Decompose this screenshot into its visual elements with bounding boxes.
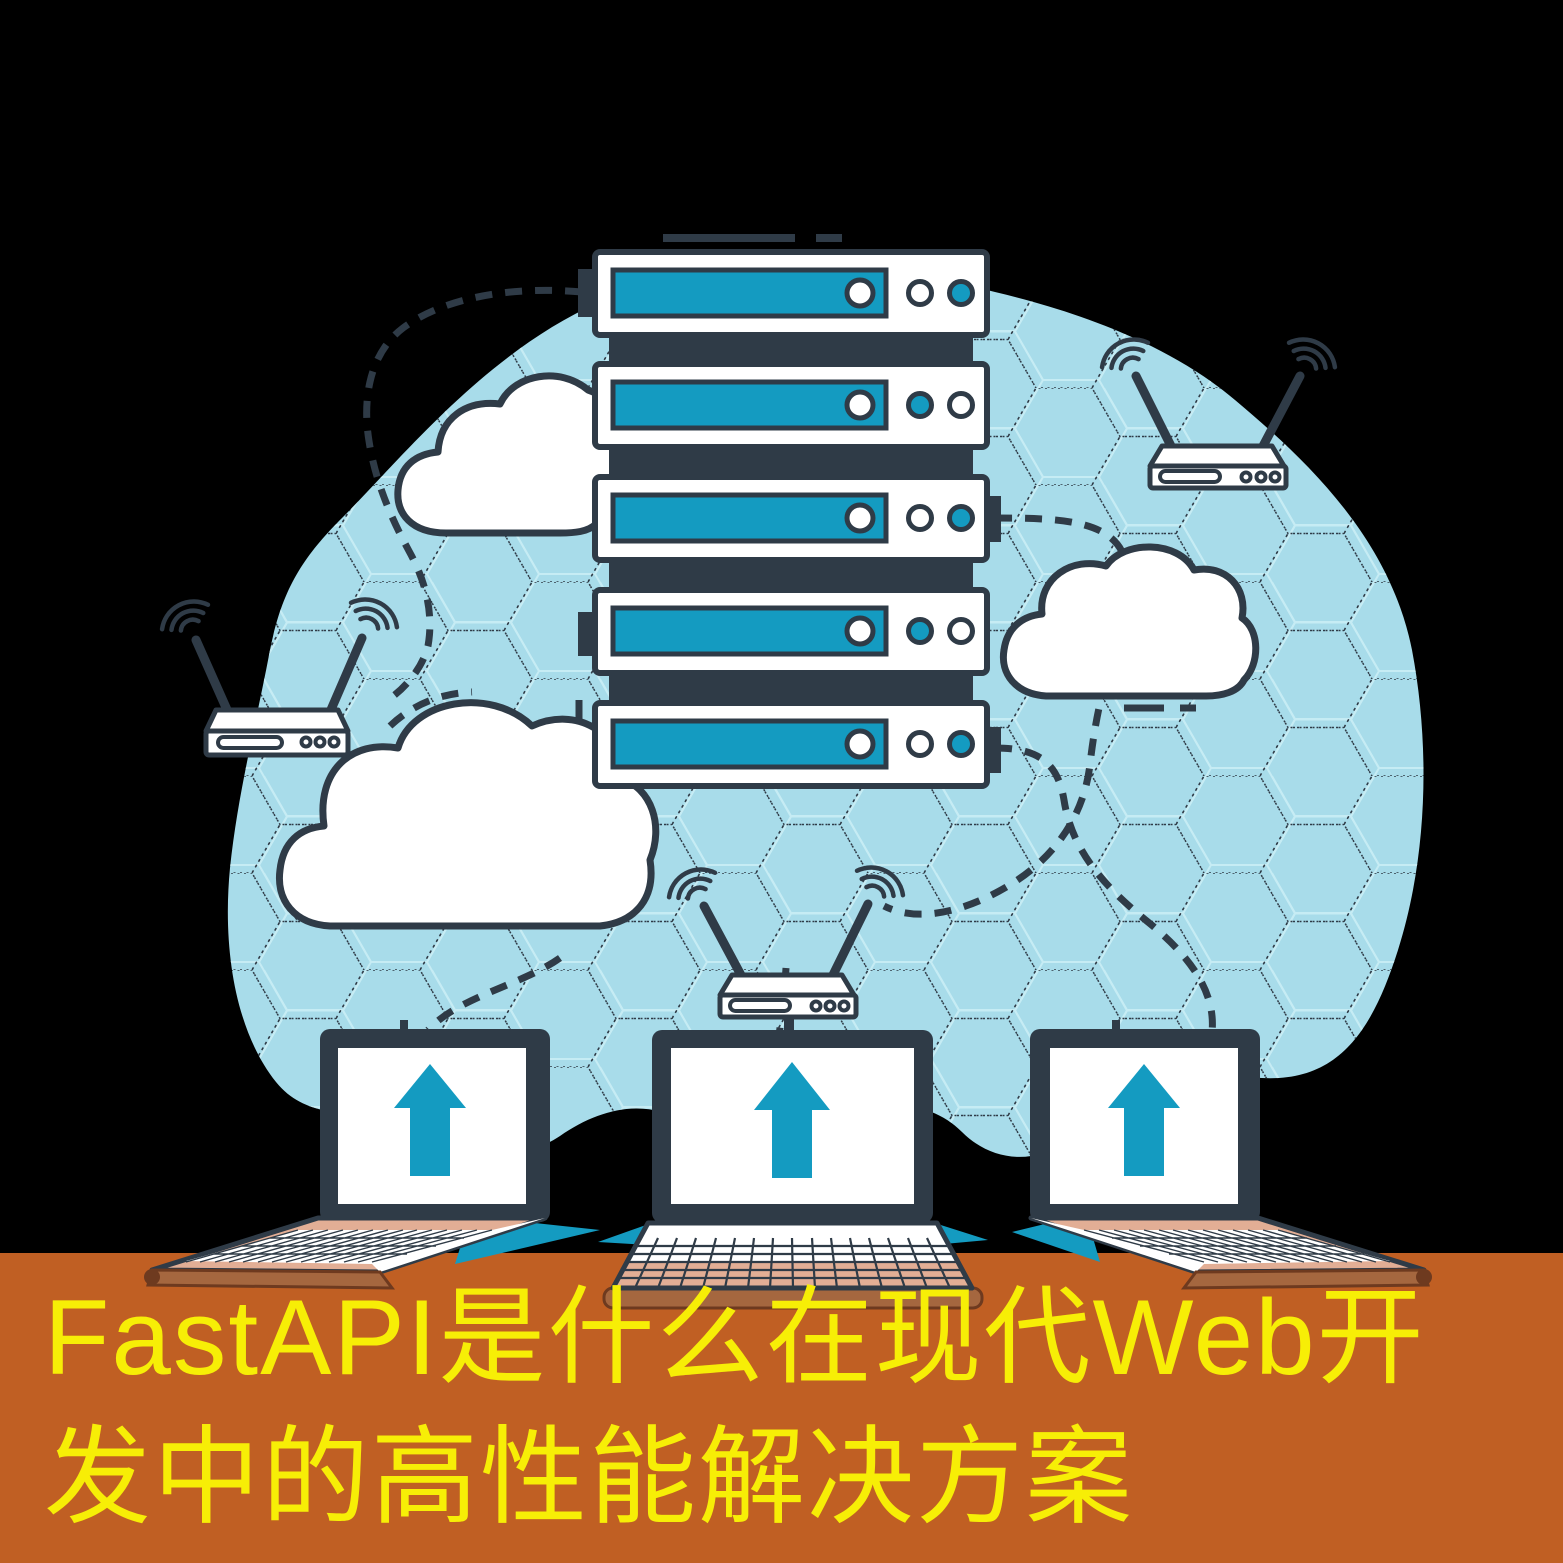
laptop-base bbox=[610, 1220, 975, 1291]
banner-title-line-1: FastAPI是什么在现代Web开 bbox=[44, 1277, 1426, 1397]
wifi-router-left bbox=[156, 591, 403, 758]
server-led bbox=[947, 617, 975, 645]
server-led bbox=[906, 279, 934, 307]
server-led bbox=[947, 504, 975, 532]
server-led bbox=[906, 730, 934, 758]
upload-arrow-icon bbox=[1108, 1064, 1180, 1176]
server-led bbox=[947, 730, 975, 758]
wifi-signal-icon bbox=[1284, 331, 1341, 376]
upload-arrow-icon bbox=[394, 1064, 466, 1176]
rack-top-sliver bbox=[663, 234, 795, 242]
server-led bbox=[906, 391, 934, 419]
wifi-signal-icon bbox=[156, 593, 213, 638]
server-unit-2 bbox=[592, 361, 990, 450]
screen-top-tick bbox=[1112, 1020, 1120, 1032]
screen-top-tick bbox=[784, 1018, 794, 1032]
wifi-router-center bbox=[663, 859, 909, 1020]
cloud-large-left bbox=[275, 699, 660, 930]
server-led bbox=[947, 279, 975, 307]
server-unit-5 bbox=[592, 700, 990, 789]
server-led bbox=[906, 617, 934, 645]
upload-arrow-icon bbox=[754, 1062, 830, 1178]
cloud-small-left bbox=[394, 372, 621, 537]
server-led bbox=[906, 504, 934, 532]
server-led bbox=[947, 391, 975, 419]
rack-top-sliver bbox=[816, 234, 842, 242]
screen-top-tick bbox=[400, 1020, 408, 1032]
laptop-left bbox=[144, 1020, 600, 1290]
banner-title-line-2: 发中的高性能解决方案 bbox=[44, 1417, 1135, 1537]
wifi-router-top-right bbox=[1096, 331, 1341, 491]
laptop-right bbox=[1012, 1020, 1432, 1290]
server-unit-4 bbox=[592, 587, 990, 676]
keyboard-mesh bbox=[1083, 1229, 1391, 1263]
server-side-tab bbox=[578, 269, 596, 317]
server-unit-3 bbox=[592, 474, 990, 563]
laptop-front-edge bbox=[1180, 1268, 1430, 1290]
server-unit-1 bbox=[592, 249, 990, 338]
server-side-tab bbox=[987, 727, 1001, 773]
cloud-right bbox=[999, 543, 1260, 700]
server-side-tab bbox=[578, 612, 596, 656]
server-rack bbox=[578, 234, 1001, 789]
server-side-tab bbox=[987, 496, 1001, 542]
laptop-center bbox=[598, 1018, 988, 1310]
keyboard-mesh bbox=[185, 1229, 493, 1263]
